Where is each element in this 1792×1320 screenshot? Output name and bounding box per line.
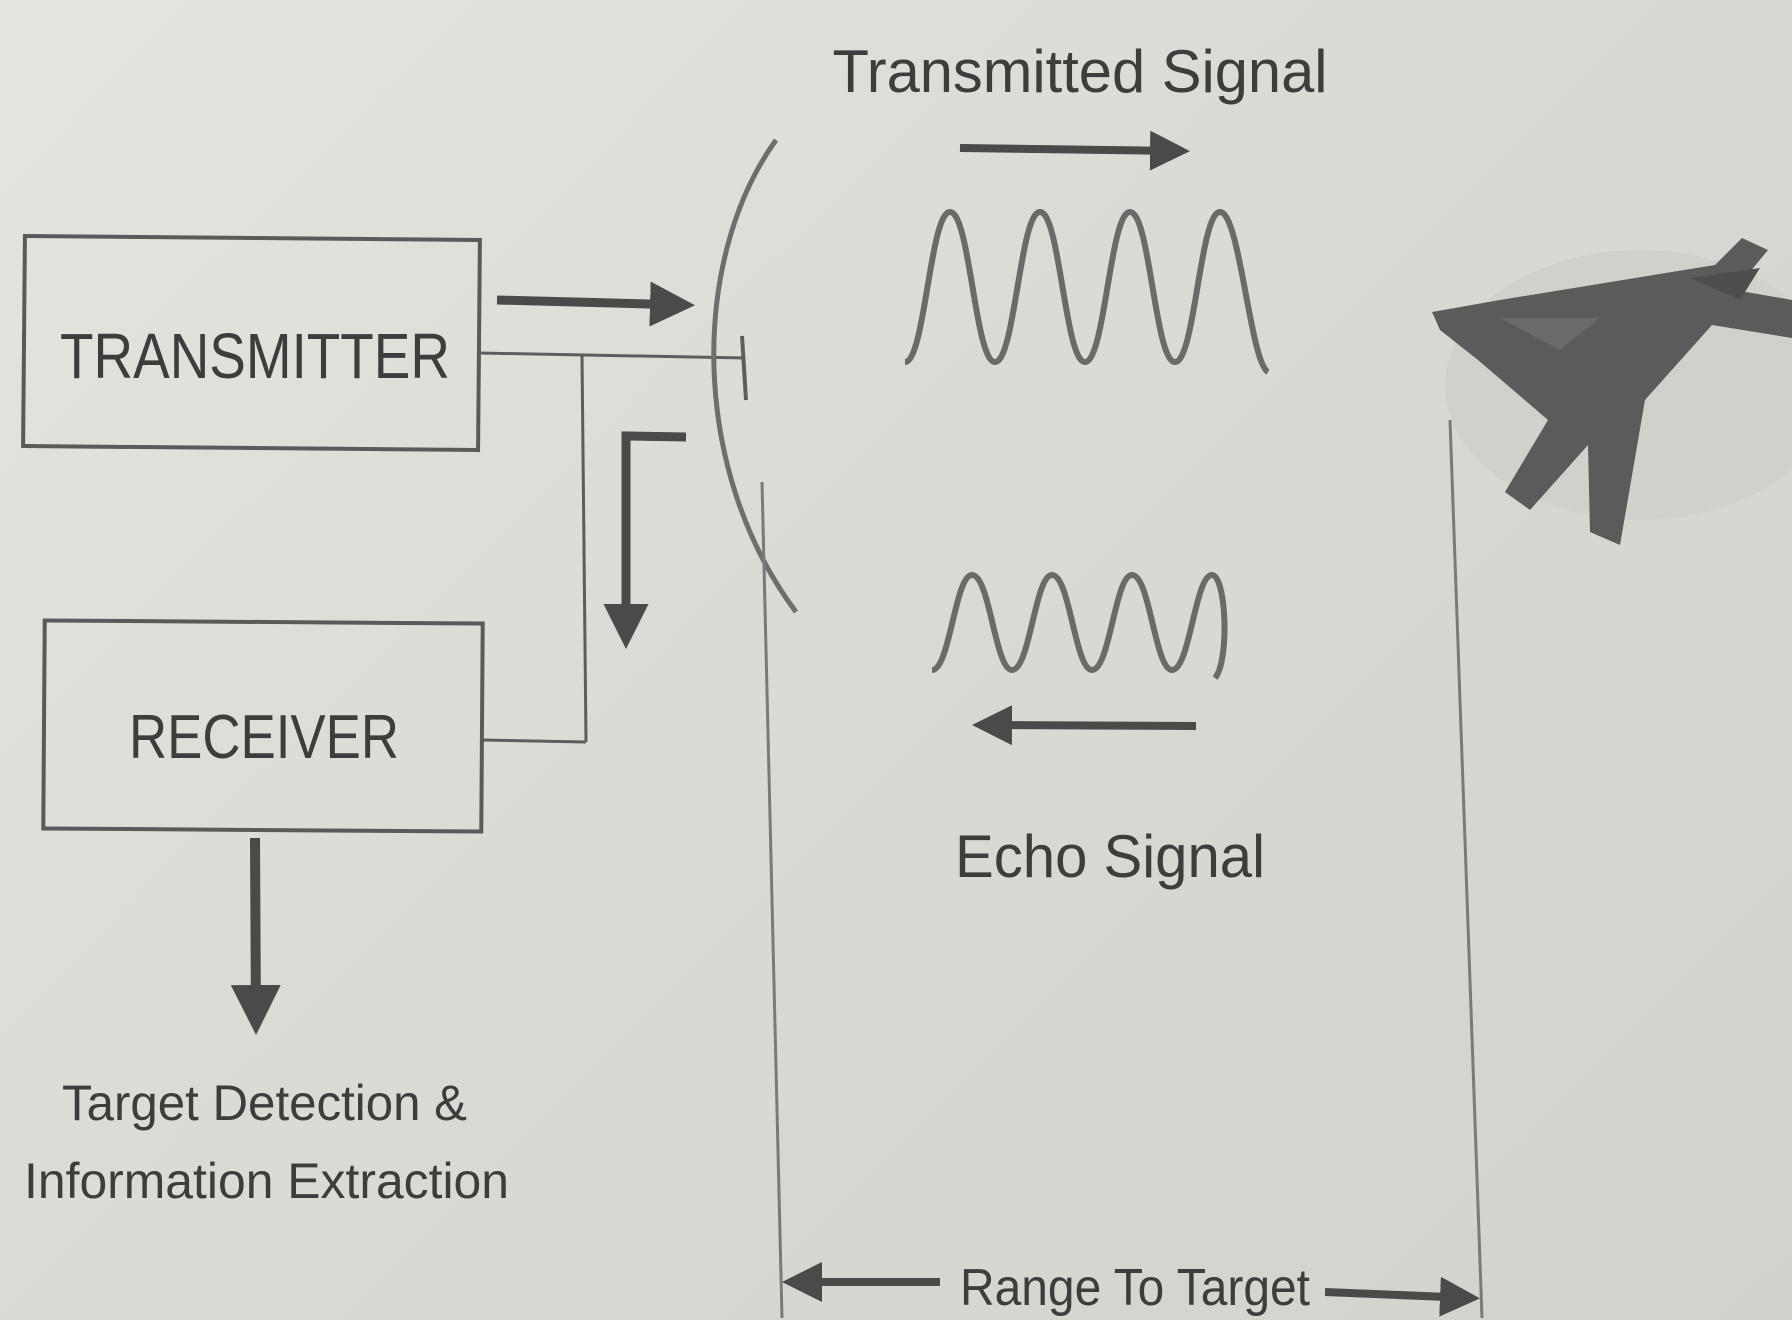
transmitted-waveform xyxy=(903,208,1271,375)
range-to-target-label: Range To Target xyxy=(960,1259,1310,1317)
transmit-feed-arrow xyxy=(496,281,695,327)
transmitted-signal-label: Transmitted Signal xyxy=(833,38,1328,105)
receive-feed-arrow xyxy=(603,431,687,649)
echo-signal-label: Echo Signal xyxy=(955,823,1265,890)
range-right-arrow xyxy=(1324,1276,1480,1317)
echo-direction-arrow xyxy=(972,705,1197,746)
aircraft-icon xyxy=(1432,238,1792,545)
receiver-label: RECEIVER xyxy=(129,703,399,772)
echo-waveform xyxy=(930,571,1228,680)
transmitted-direction-arrow xyxy=(959,130,1190,171)
output-label-line2: Information Extraction xyxy=(24,1153,509,1209)
transmitter-label: TRANSMITTER xyxy=(60,320,450,392)
receiver-block: RECEIVER xyxy=(41,618,485,834)
output-arrow xyxy=(230,837,281,1035)
range-boundaries xyxy=(760,419,1484,1319)
feed-lines xyxy=(478,335,748,744)
antenna-dish-icon xyxy=(711,138,799,614)
output-label-line1: Target Detection & xyxy=(62,1075,467,1131)
transmitter-block: TRANSMITTER xyxy=(21,234,482,453)
